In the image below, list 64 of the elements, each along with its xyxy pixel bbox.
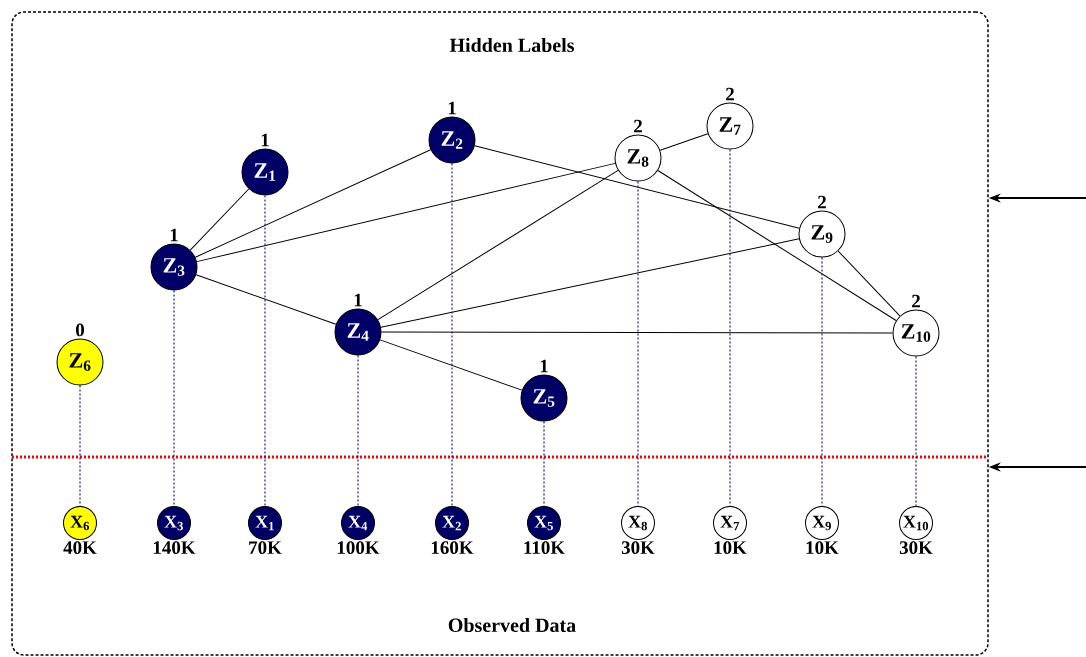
- link-line: [194, 149, 432, 258]
- hidden-node: Z$_{6}$: [56, 338, 104, 386]
- cluster-label: 2: [634, 119, 642, 133]
- link-line: [377, 169, 619, 321]
- cluster-label: 0: [76, 323, 84, 337]
- observed-node: X$_{2}$: [435, 506, 469, 540]
- link-line: [659, 133, 709, 151]
- dotted-link: [173, 289, 175, 507]
- cluster-label: 1: [540, 359, 548, 373]
- hidden-node: Z$_{10}$: [892, 309, 940, 357]
- dotted-link: [264, 194, 266, 507]
- observed-node: X$_{6}$: [63, 506, 97, 540]
- value-label: 40K: [63, 541, 97, 555]
- observed-node: X$_{8}$: [621, 506, 655, 540]
- link-line: [196, 162, 616, 263]
- observed-node: X$_{1}$: [248, 506, 282, 540]
- link-line: [657, 170, 897, 321]
- value-label: 70K: [249, 541, 282, 555]
- observed-node: X$_{4}$: [341, 506, 375, 540]
- value-label: 10K: [806, 541, 839, 555]
- link-line: [837, 250, 901, 317]
- link-line: [195, 274, 337, 325]
- observed-node: X$_{9}$: [805, 506, 839, 540]
- value-label: 10K: [714, 541, 747, 555]
- link-line: [379, 339, 523, 391]
- cluster-label: 2: [726, 87, 734, 101]
- dotted-link: [915, 355, 917, 507]
- observed-node: X$_{5}$: [527, 506, 561, 540]
- hidden-node: Z$_{8}$: [614, 134, 662, 182]
- observed-node: X$_{10}$: [899, 506, 933, 540]
- value-label: 30K: [621, 541, 655, 555]
- dotted-link: [821, 256, 823, 507]
- value-label: 100K: [337, 541, 380, 555]
- hidden-node: Z$_{1}$: [241, 148, 289, 196]
- dotted-link: [79, 384, 81, 507]
- hidden-node: Z$_{9}$: [798, 210, 846, 258]
- dotted-link: [729, 148, 731, 507]
- link-line: [189, 188, 250, 251]
- hidden-node: Z$_{3}$: [150, 243, 198, 291]
- value-label: 30K: [899, 541, 933, 555]
- observed-node: X$_{3}$: [157, 506, 191, 540]
- link-line: [474, 145, 800, 229]
- dotted-link: [451, 162, 453, 507]
- cluster-label: 2: [818, 195, 826, 209]
- dotted-link: [543, 420, 545, 507]
- cluster-label: 1: [448, 101, 456, 115]
- value-label: 140K: [153, 541, 196, 555]
- cluster-label: 1: [261, 133, 269, 147]
- frame-heading: Hidden Labels: [449, 37, 575, 53]
- value-label: 110K: [524, 541, 565, 555]
- frame-heading: Observed Data: [448, 617, 576, 633]
- link-line: [381, 331, 893, 334]
- hidden-node: Z$_{5}$: [520, 374, 568, 422]
- value-label: 160K: [431, 541, 474, 555]
- link-line: [380, 238, 800, 328]
- dotted-link: [357, 354, 359, 507]
- cluster-label: 1: [170, 228, 178, 242]
- hidden-node: Z$_{4}$: [334, 308, 382, 356]
- observed-node: X$_{7}$: [713, 506, 747, 540]
- cluster-label: 1: [354, 293, 362, 307]
- hidden-node: Z$_{7}$: [706, 102, 754, 150]
- hidden-node: Z$_{2}$: [428, 116, 476, 164]
- dotted-link: [637, 180, 639, 507]
- cluster-label: 2: [912, 294, 920, 308]
